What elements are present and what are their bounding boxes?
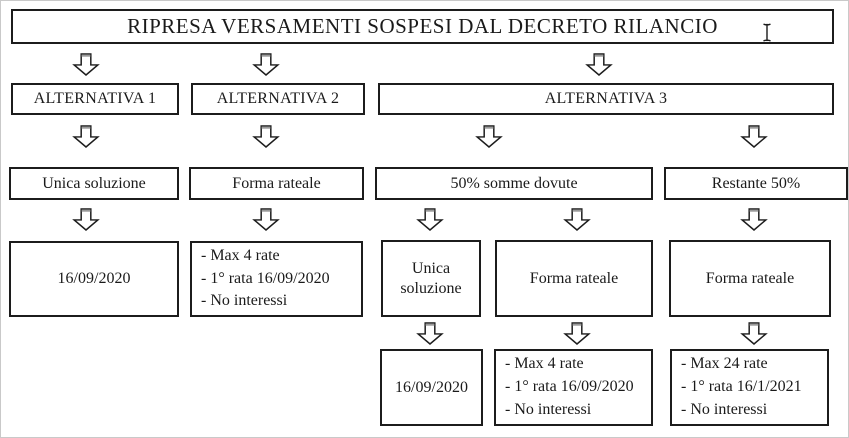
down-arrow-icon bbox=[72, 52, 100, 77]
alt1-mode-label: Unica soluzione bbox=[42, 174, 146, 192]
alt2-mode-label: Forma rateale bbox=[232, 174, 321, 192]
alt1-date-box[interactable]: 16/09/2020 bbox=[9, 241, 179, 317]
half50-rateale-mode-label: Forma rateale bbox=[529, 269, 619, 287]
alternativa-1-label: ALTERNATIVA 1 bbox=[33, 90, 157, 107]
detail-line: - No interessi bbox=[505, 400, 592, 418]
half50-unica-date-box[interactable]: 16/09/2020 bbox=[380, 349, 483, 426]
alt3-half50-label: 50% somme dovute bbox=[450, 174, 578, 192]
alt1-date: 16/09/2020 bbox=[57, 270, 131, 287]
detail-line: - 1° rata 16/09/2020 bbox=[505, 378, 634, 396]
detail-line: - Max 4 rate bbox=[505, 355, 584, 373]
down-arrow-icon bbox=[416, 207, 444, 232]
down-arrow-icon bbox=[563, 207, 591, 232]
half50-unica-mode-box[interactable]: Unica soluzione bbox=[381, 240, 481, 317]
rest50-mode-label: Forma rateale bbox=[705, 269, 795, 287]
down-arrow-icon bbox=[475, 124, 503, 149]
alt2-details-box[interactable]: - Max 4 rate - 1° rata 16/09/2020 - No i… bbox=[190, 241, 363, 317]
alt3-rest50-label: Restante 50% bbox=[711, 174, 801, 192]
down-arrow-icon bbox=[252, 52, 280, 77]
down-arrow-icon bbox=[252, 207, 280, 232]
detail-line: - No interessi bbox=[201, 292, 288, 310]
half50-unica-mode-label: Unica soluzione bbox=[400, 259, 462, 297]
half50-rateale-mode-box[interactable]: Forma rateale bbox=[495, 240, 653, 317]
title-box[interactable]: RIPRESA VERSAMENTI SOSPESI DAL DECRETO R… bbox=[11, 9, 834, 44]
down-arrow-icon bbox=[740, 207, 768, 232]
alternativa-2-label: ALTERNATIVA 2 bbox=[216, 90, 340, 107]
alt1-mode-box[interactable]: Unica soluzione bbox=[9, 167, 179, 200]
detail-line: - 1° rata 16/1/2021 bbox=[681, 378, 802, 396]
down-arrow-icon bbox=[252, 124, 280, 149]
down-arrow-icon bbox=[416, 321, 444, 346]
alternativa-1-box[interactable]: ALTERNATIVA 1 bbox=[11, 83, 179, 115]
down-arrow-icon bbox=[72, 124, 100, 149]
rest50-mode-box[interactable]: Forma rateale bbox=[669, 240, 831, 317]
half50-rateale-details-box[interactable]: - Max 4 rate - 1° rata 16/09/2020 - No i… bbox=[494, 349, 653, 426]
detail-line: - Max 4 rate bbox=[201, 246, 280, 264]
rest50-details-box[interactable]: - Max 24 rate - 1° rata 16/1/2021 - No i… bbox=[670, 349, 829, 426]
detail-line: - No interessi bbox=[681, 400, 768, 418]
alternativa-3-label: ALTERNATIVA 3 bbox=[544, 90, 668, 107]
text-cursor-icon bbox=[762, 23, 772, 42]
down-arrow-icon bbox=[740, 124, 768, 149]
alternativa-3-box[interactable]: ALTERNATIVA 3 bbox=[378, 83, 834, 115]
down-arrow-icon bbox=[740, 321, 768, 346]
alt3-rest50-box[interactable]: Restante 50% bbox=[664, 167, 848, 200]
down-arrow-icon bbox=[72, 207, 100, 232]
title-text: RIPRESA VERSAMENTI SOSPESI DAL DECRETO R… bbox=[127, 14, 718, 39]
alt3-half50-box[interactable]: 50% somme dovute bbox=[375, 167, 653, 200]
down-arrow-icon bbox=[563, 321, 591, 346]
half50-unica-date: 16/09/2020 bbox=[395, 378, 468, 396]
alternativa-2-box[interactable]: ALTERNATIVA 2 bbox=[191, 83, 365, 115]
down-arrow-icon bbox=[585, 52, 613, 77]
detail-line: - 1° rata 16/09/2020 bbox=[201, 269, 330, 287]
alt2-mode-box[interactable]: Forma rateale bbox=[189, 167, 364, 200]
detail-line: - Max 24 rate bbox=[681, 355, 768, 373]
